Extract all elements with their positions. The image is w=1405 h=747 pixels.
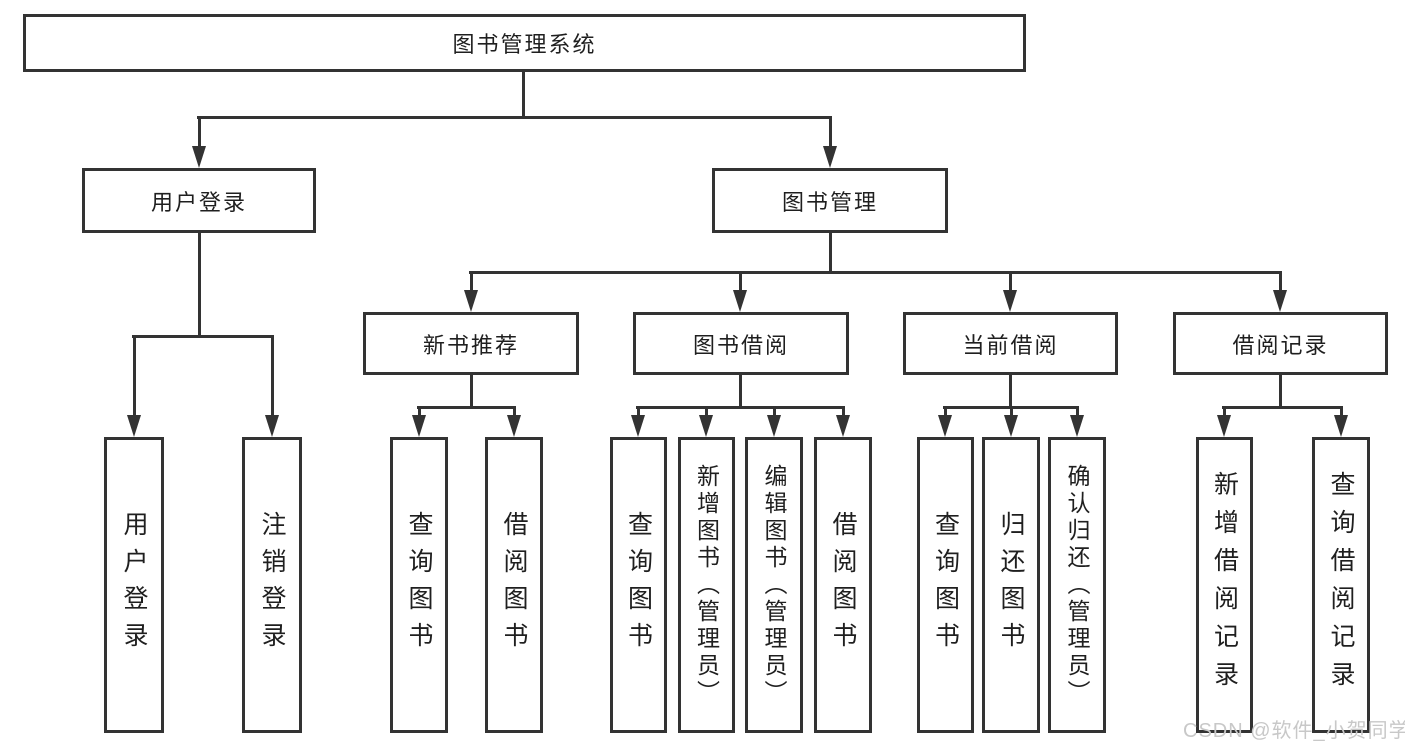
- leaf-add-borrow-record: 新增借阅记录: [1196, 437, 1253, 733]
- arrow-down-icon: [1273, 290, 1287, 312]
- connector-line: [829, 116, 832, 152]
- leaf-add-books-admin: 新增图书（管理员）: [678, 437, 735, 733]
- arrow-down-icon: [1003, 290, 1017, 312]
- node-library-management-system: 图书管理系统: [23, 14, 1026, 72]
- connector-line: [198, 232, 201, 337]
- csdn-watermark: CSDN @软件_小贺同学: [1183, 720, 1405, 742]
- connector-line: [1222, 406, 1343, 409]
- leaf-query-borrow-record: 查询借阅记录: [1312, 437, 1370, 733]
- connector-line: [1223, 406, 1226, 421]
- connector-line: [943, 406, 1079, 409]
- arrow-down-icon: [412, 415, 426, 437]
- connector-line: [773, 406, 776, 421]
- connector-line: [1279, 374, 1282, 409]
- connector-line: [705, 406, 708, 421]
- connector-line: [739, 374, 742, 409]
- leaf-confirm-return-admin: 确认归还（管理员）: [1048, 437, 1106, 733]
- connector-line: [1009, 271, 1012, 296]
- leaf-query-books-current: 查询图书: [917, 437, 974, 733]
- node-book-management: 图书管理: [712, 168, 948, 233]
- node-new-book-recommend: 新书推荐: [363, 312, 579, 375]
- connector-line: [132, 335, 274, 338]
- connector-line: [418, 406, 421, 421]
- arrow-down-icon: [699, 415, 713, 437]
- arrow-down-icon: [938, 415, 952, 437]
- arrow-down-icon: [1217, 415, 1231, 437]
- arrow-down-icon: [507, 415, 521, 437]
- connector-line: [944, 406, 947, 421]
- node-book-borrow: 图书借阅: [633, 312, 849, 375]
- leaf-borrow-books-recommend: 借阅图书: [485, 437, 543, 733]
- leaf-edit-books-admin: 编辑图书（管理员）: [745, 437, 803, 733]
- connector-line: [133, 335, 136, 421]
- node-current-borrow: 当前借阅: [903, 312, 1118, 375]
- connector-line: [1009, 374, 1012, 409]
- arrow-down-icon: [265, 415, 279, 437]
- connector-line: [636, 406, 845, 409]
- arrow-down-icon: [836, 415, 850, 437]
- leaf-return-books: 归还图书: [982, 437, 1040, 733]
- arrow-down-icon: [823, 146, 837, 168]
- arrow-down-icon: [1004, 415, 1018, 437]
- connector-line: [1010, 406, 1013, 421]
- connector-line: [470, 271, 473, 296]
- connector-line: [1279, 271, 1282, 296]
- leaf-query-books-borrow: 查询图书: [610, 437, 667, 733]
- arrow-down-icon: [1070, 415, 1084, 437]
- connector-line: [739, 271, 742, 296]
- arrow-down-icon: [192, 146, 206, 168]
- connector-line: [198, 116, 201, 152]
- connector-line: [469, 271, 1282, 274]
- arrow-down-icon: [733, 290, 747, 312]
- arrow-down-icon: [464, 290, 478, 312]
- node-user-login: 用户登录: [82, 168, 316, 233]
- arrow-down-icon: [767, 415, 781, 437]
- connector-line: [1076, 406, 1079, 421]
- arrow-down-icon: [1334, 415, 1348, 437]
- connector-line: [271, 335, 274, 421]
- leaf-user-login: 用户登录: [104, 437, 164, 733]
- connector-line: [513, 406, 516, 421]
- connector-line: [842, 406, 845, 421]
- arrow-down-icon: [631, 415, 645, 437]
- connector-line: [197, 116, 831, 119]
- connector-line: [829, 232, 832, 274]
- connector-line: [1340, 406, 1343, 421]
- node-borrow-records: 借阅记录: [1173, 312, 1388, 375]
- connector-line: [417, 406, 516, 409]
- leaf-borrow-books: 借阅图书: [814, 437, 872, 733]
- arrow-down-icon: [127, 415, 141, 437]
- connector-line: [470, 374, 473, 409]
- leaf-logout: 注销登录: [242, 437, 302, 733]
- connector-line: [522, 71, 525, 118]
- leaf-query-books-recommend: 查询图书: [390, 437, 448, 733]
- connector-line: [637, 406, 640, 421]
